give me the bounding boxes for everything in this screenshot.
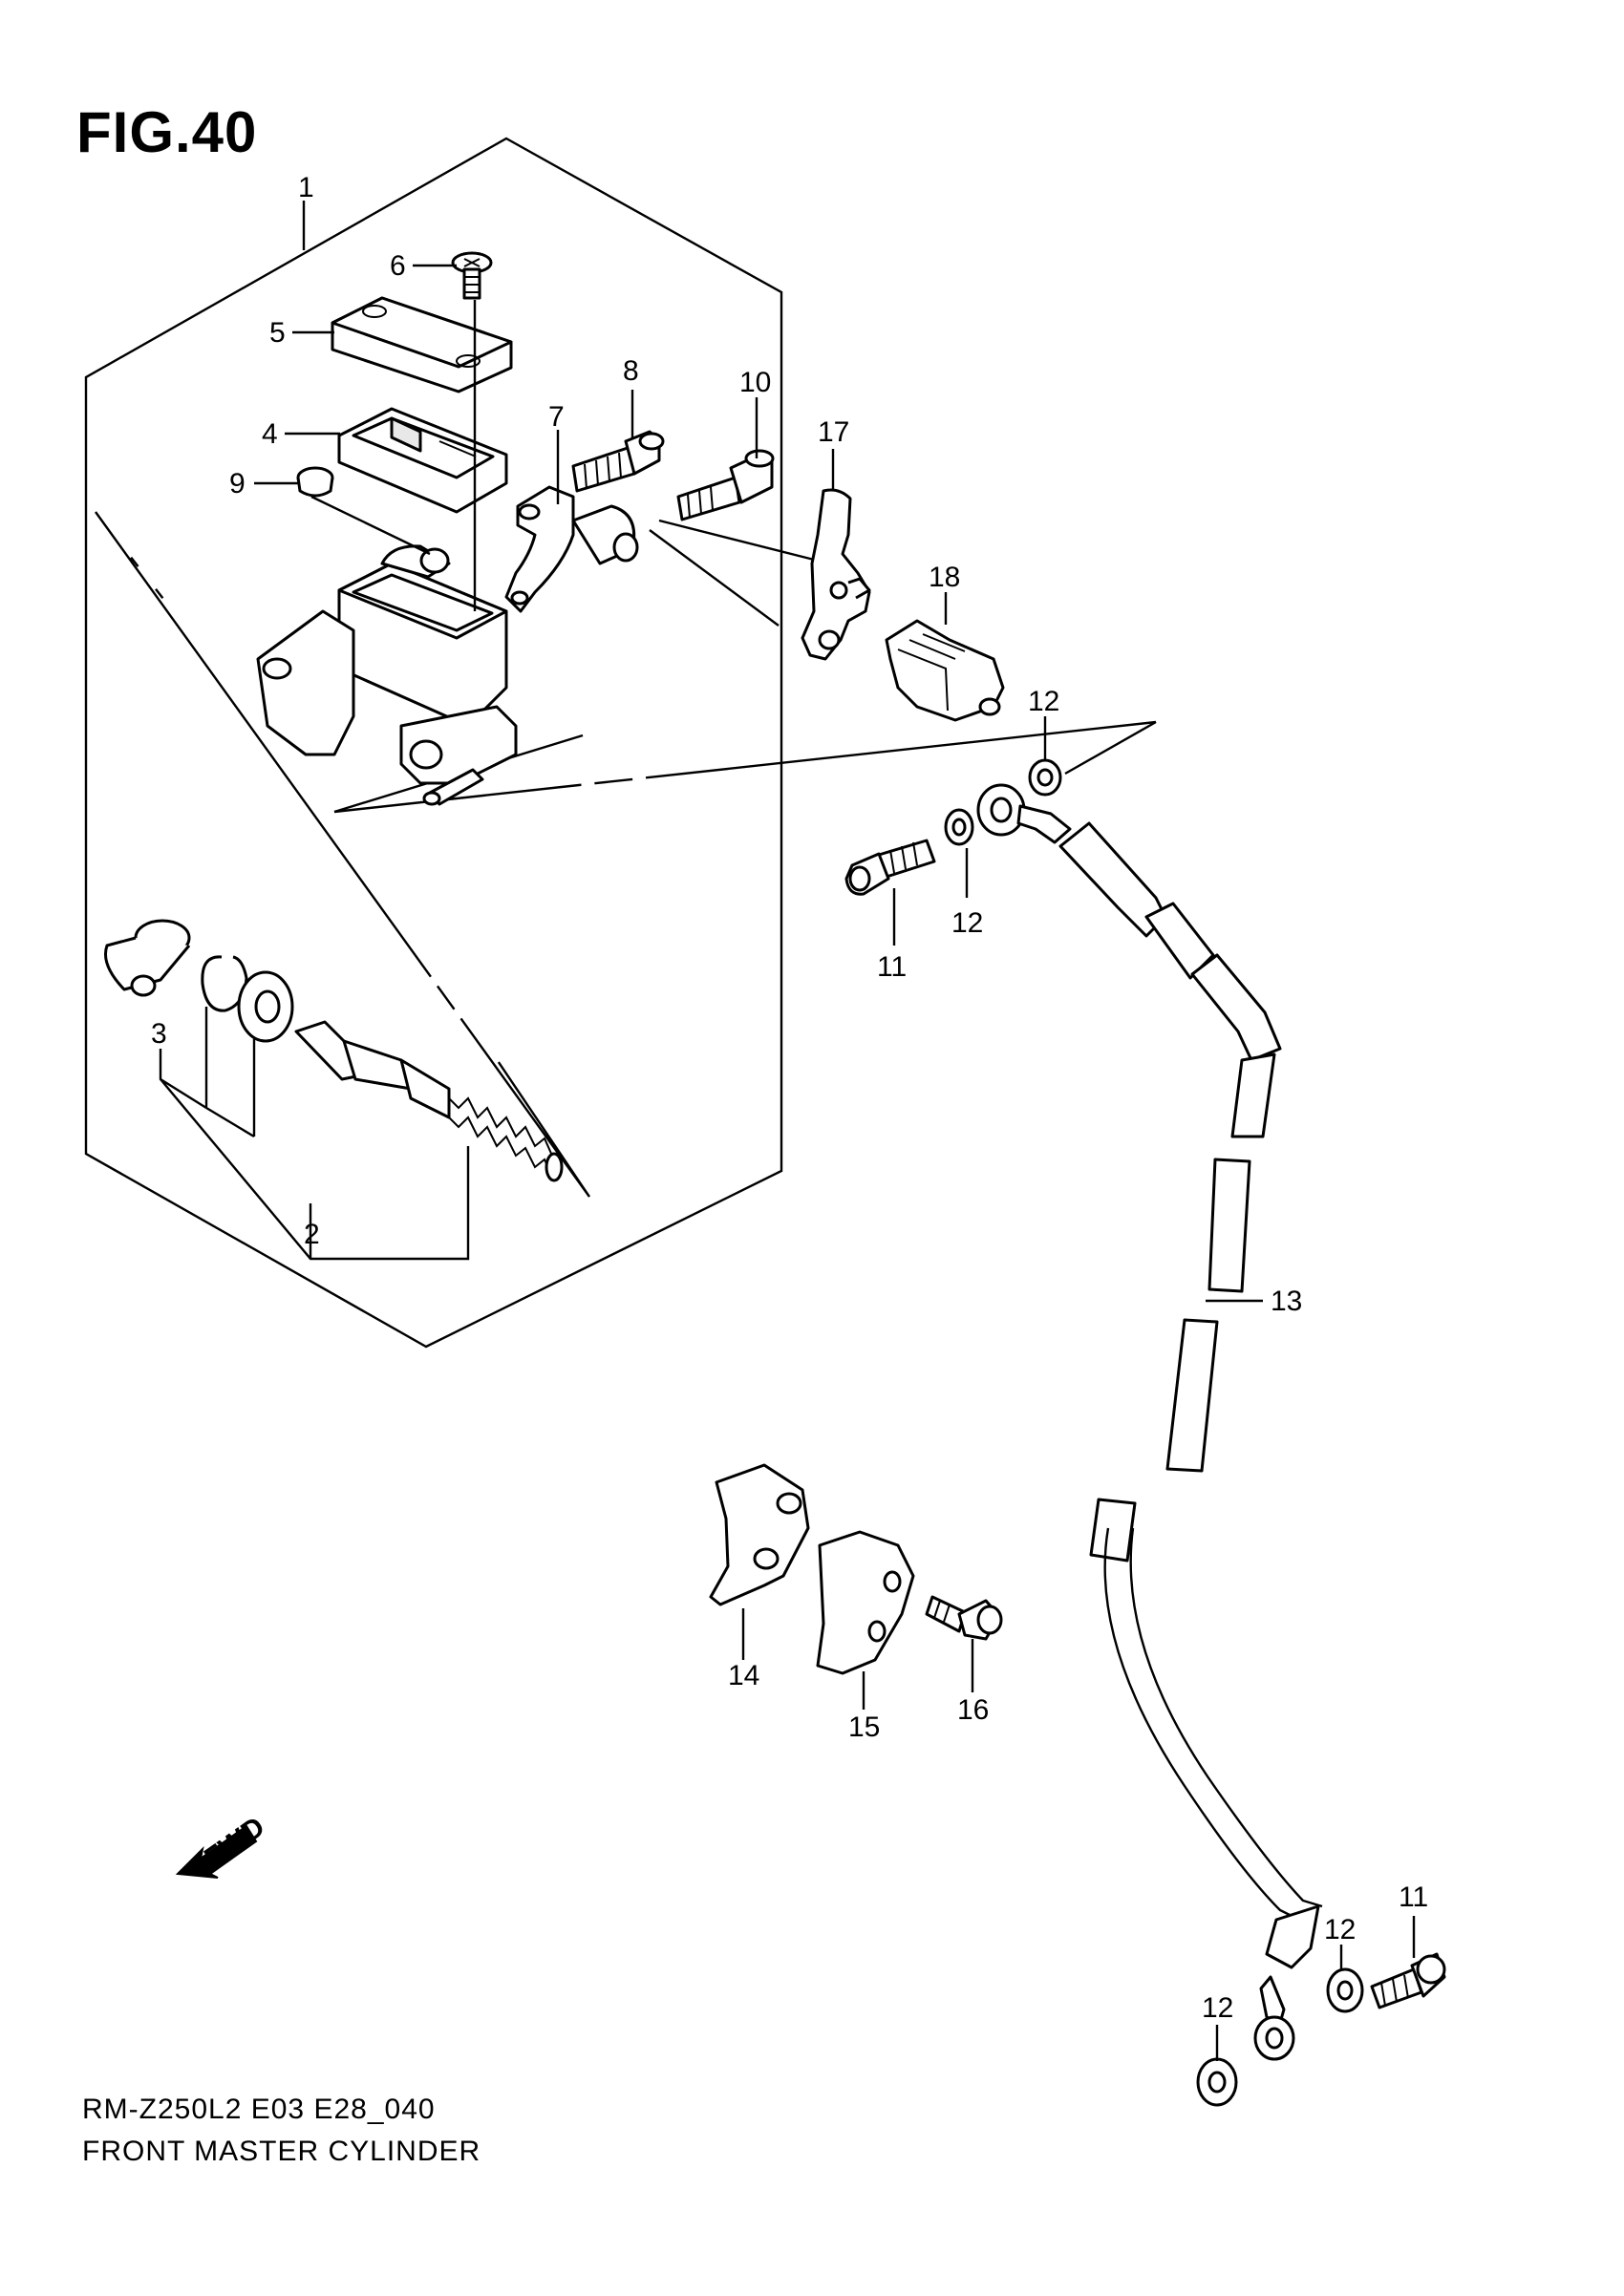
circlip	[201, 955, 248, 1012]
callout-16: 16	[957, 1694, 989, 1726]
part-11-banjo-bolt-lower	[1370, 1952, 1446, 2009]
projection-line	[95, 511, 590, 1198]
projection-line	[658, 519, 823, 563]
part-9-cap	[296, 466, 334, 498]
callout-12-lower-b: 12	[1202, 1992, 1233, 2024]
part-10-pivot-bolt	[676, 449, 775, 521]
part-13-brake-hose	[976, 783, 1323, 2061]
callout-bracket	[205, 1106, 255, 1138]
master-cylinder-body	[256, 300, 518, 806]
part-15-hose-clamp	[816, 1530, 915, 1675]
part-6-screw	[451, 251, 493, 300]
callout-11-lower: 11	[1399, 1881, 1428, 1913]
part-11-banjo-bolt-upper	[844, 839, 936, 896]
leader-lines	[254, 201, 1416, 2061]
figure-caption: FRONT MASTER CYLINDER	[82, 2136, 481, 2167]
projection-line	[333, 720, 1157, 814]
part-12-washer-lower-a	[1326, 1967, 1364, 2013]
callout-18: 18	[929, 562, 960, 593]
part-2-piston-kit	[294, 1020, 564, 1182]
seal-washer	[237, 970, 294, 1043]
callout-1: 1	[298, 172, 314, 203]
callout-5: 5	[269, 317, 286, 349]
part-18-switch	[885, 619, 1005, 722]
callout-4: 4	[262, 418, 278, 450]
part-12-washer-lower-b	[1196, 2057, 1238, 2107]
fwd-label: FWD	[199, 1811, 270, 1874]
part-14-hose-guide	[709, 1463, 810, 1606]
callout-7: 7	[548, 401, 565, 433]
callout-13: 13	[1271, 1286, 1302, 1317]
part-4-diaphragm-plate	[337, 407, 508, 514]
callout-11-upper: 11	[877, 951, 907, 983]
part-12-washer-upper-a	[944, 808, 974, 846]
figure-title: FIG.40	[76, 100, 258, 164]
callout-15: 15	[848, 1711, 880, 1743]
projection-line	[649, 529, 780, 627]
callout-12-upper-a: 12	[951, 907, 983, 939]
projection-line	[1064, 720, 1157, 776]
callout-2: 2	[304, 1219, 320, 1250]
part-12-washer-upper-b	[1028, 758, 1062, 797]
callout-8: 8	[623, 355, 639, 387]
part-7-clamp	[504, 485, 639, 613]
callout-14: 14	[728, 1660, 759, 1691]
callout-17: 17	[818, 416, 849, 448]
callout-3: 3	[151, 1018, 167, 1050]
callout-9: 9	[229, 468, 246, 500]
callout-bracket	[160, 1077, 207, 1110]
callout-10: 10	[739, 367, 771, 398]
model-code: RM-Z250L2 E03 E28_040	[82, 2094, 436, 2125]
part-3-boot	[104, 919, 191, 997]
part-17-lever	[801, 488, 871, 661]
assembly-frame	[84, 137, 783, 1349]
fwd-arrow-icon: FWD	[175, 1811, 270, 1879]
callout-12-lower-a: 12	[1324, 1914, 1356, 1945]
part-8-bolt	[571, 430, 665, 493]
callout-6: 6	[390, 250, 406, 282]
callout-12-upper-b: 12	[1028, 686, 1059, 717]
part-5-reservoir-cap	[331, 296, 513, 393]
part-16-bolt	[925, 1595, 1003, 1641]
